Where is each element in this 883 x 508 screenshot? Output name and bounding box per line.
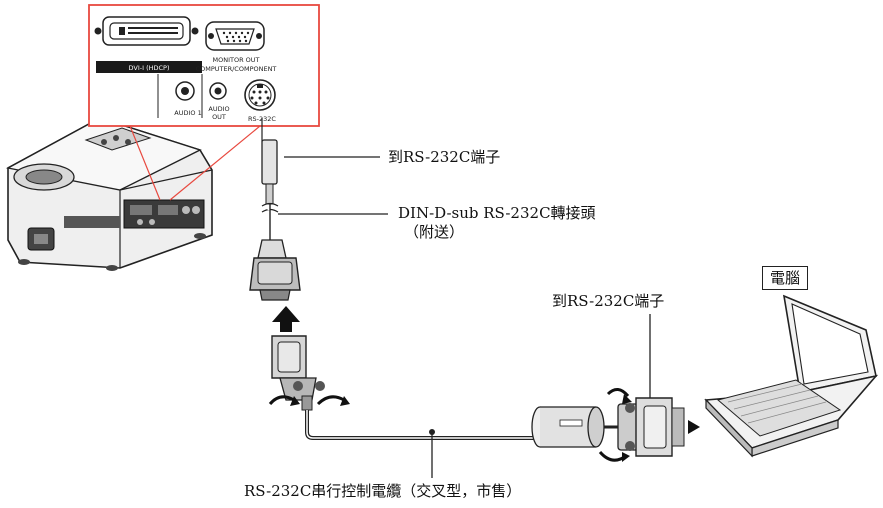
terminal-panel: DVI-I (HDCP) MONITOR OUT COMPUTER/COMPON…: [88, 4, 320, 127]
din-adapter-cable: [249, 118, 301, 301]
screw-tighten-arrow-icon: [268, 395, 295, 406]
callout-adapter-line1: DIN-D-sub RS-232C轉接頭: [398, 204, 596, 222]
ferrite-core: [531, 406, 620, 448]
up-arrow-icon: [272, 306, 300, 332]
callout-serial-cable: RS-232C串行控制電纜（交叉型，市售）: [244, 482, 522, 500]
laptop-illustration: [704, 294, 879, 458]
serial-cable-line: [305, 410, 540, 440]
audio-out-label-line2: OUT: [212, 113, 226, 121]
monitor-out-label: MONITOR OUT: [212, 56, 259, 64]
zoom-guide-line: [129, 125, 161, 201]
screw-tighten-arrow-icon: [316, 395, 345, 406]
screw-tighten-arrow-icon: [606, 388, 630, 398]
audio1-label: AUDIO 1: [174, 109, 201, 117]
audio-out-label-line1: AUDIO: [208, 105, 229, 113]
dvi-label: DVI-I (HDCP): [128, 64, 169, 72]
computer-component-label: COMPUTER/COMPONENT: [196, 65, 277, 73]
din-plug-icon: [261, 139, 278, 185]
computer-box-label: 電腦: [762, 266, 809, 290]
callout-adapter-line2: （附送）: [404, 223, 465, 241]
projector-illustration: [5, 117, 213, 271]
callout-to-rs232c-terminal-top: 到RS-232C端子: [388, 148, 501, 166]
right-arrow-icon: [688, 420, 700, 434]
serial-cable-right-connector: [617, 397, 685, 457]
zoom-guide-line: [169, 125, 261, 201]
serial-cable-left-connector: [271, 335, 325, 411]
callout-to-rs232c-terminal-right: 到RS-232C端子: [552, 292, 665, 310]
